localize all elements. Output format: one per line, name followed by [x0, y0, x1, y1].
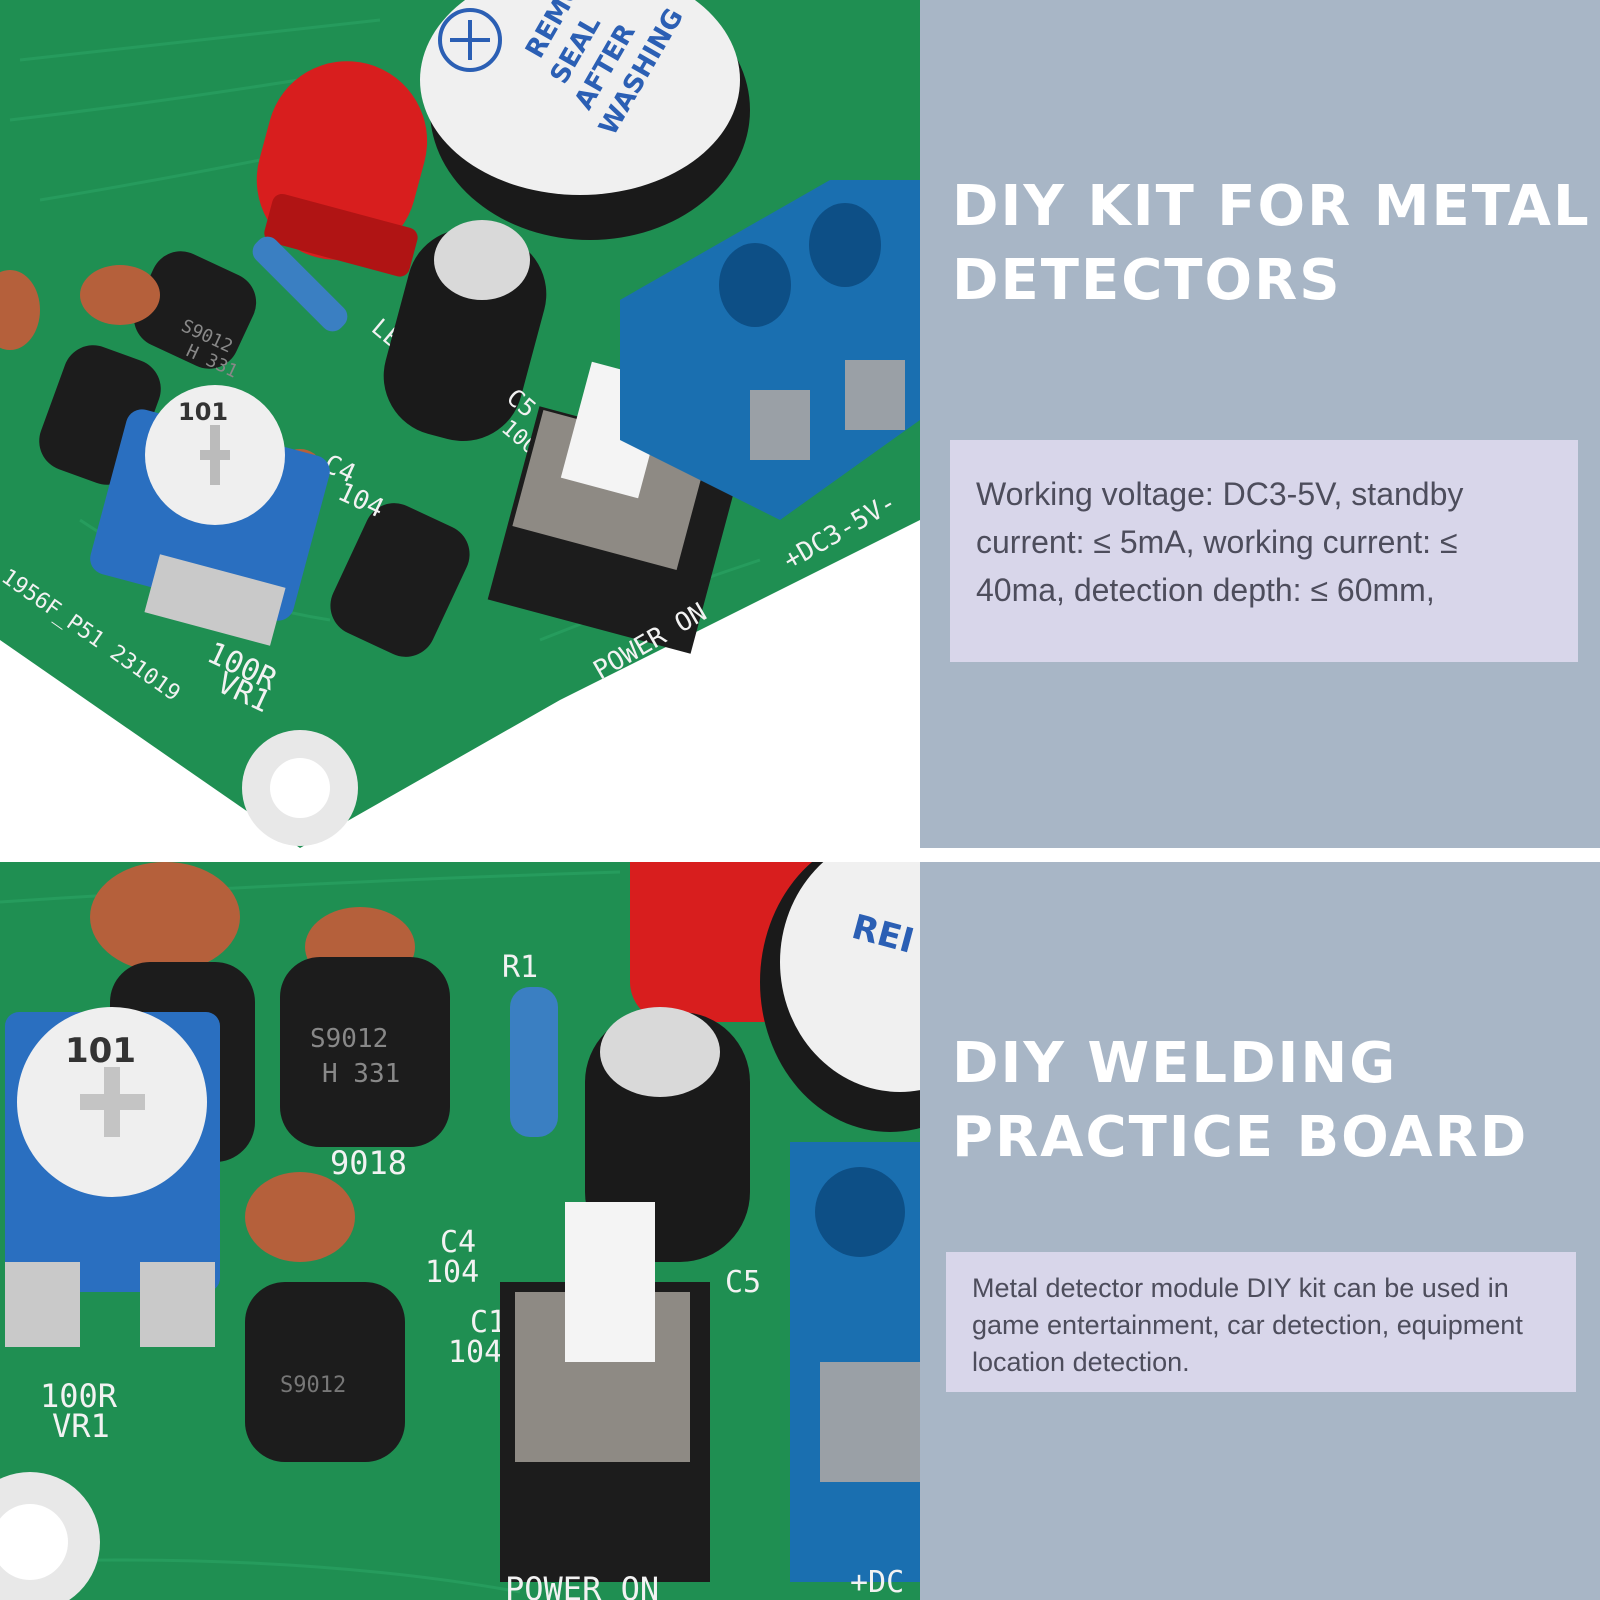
transistor-1 [133, 251, 257, 369]
pcb-illustration-bottom: REI S9012 H 331 9018 S9012 R1 C5 C4 104 … [0, 862, 920, 1600]
t9018-label: 9018 [330, 1144, 407, 1182]
transistor-label: S9012 [310, 1024, 388, 1054]
transistor-code: H 331 [322, 1059, 400, 1089]
bottom-heading-line1: DIY WELDING [952, 1031, 1398, 1096]
bottom-description-box: Metal detector module DIY kit can be use… [946, 1252, 1576, 1392]
top-sidebar: DIY KIT FOR METAL DETECTORS Working volt… [920, 0, 1600, 848]
ceramic-cap-1 [90, 862, 240, 972]
pot-value: 101 [65, 1031, 136, 1071]
ceramic-cap-2 [245, 1172, 355, 1262]
pcb-photo-bottom: REI S9012 H 331 9018 S9012 R1 C5 C4 104 … [0, 862, 920, 1600]
bottom-sidebar: DIY WELDING PRACTICE BOARD Metal detecto… [920, 862, 1600, 1600]
bottom-panel: REI S9012 H 331 9018 S9012 R1 C5 C4 104 … [0, 862, 1600, 1600]
c4-label: C4 [440, 1225, 476, 1260]
resistor [510, 987, 558, 1137]
top-heading-line1: DIY KIT FOR METAL [952, 174, 1591, 239]
top-panel: REMOVE SEAL AFTER WASHING LED1 C5 100UF … [0, 0, 1600, 848]
transistor-3-label: S9012 [280, 1373, 346, 1398]
c5-label: C5 [725, 1265, 761, 1300]
ceramic-cap-1 [80, 265, 160, 325]
panel-divider [0, 848, 1600, 862]
transistor-3 [245, 1282, 405, 1462]
pot-label: 100R [40, 1377, 118, 1415]
c1-value: 104 [448, 1335, 502, 1370]
pcb-illustration-top: REMOVE SEAL AFTER WASHING LED1 C5 100UF … [0, 0, 920, 848]
pot-ref: VR1 [52, 1407, 110, 1445]
bottom-heading-line2: PRACTICE BOARD [952, 1105, 1529, 1170]
transistor-3 [330, 503, 470, 657]
bottom-description: Metal detector module DIY kit can be use… [972, 1273, 1523, 1377]
pcb-photo-top: REMOVE SEAL AFTER WASHING LED1 C5 100UF … [0, 0, 920, 848]
resistor [252, 236, 348, 332]
pot-value: 101 [178, 398, 228, 426]
top-description-box: Working voltage: DC3-5V, standby current… [950, 440, 1578, 662]
transistor-2 [280, 957, 450, 1147]
top-heading-line2: DETECTORS [952, 248, 1342, 313]
power-label: POWER ON [505, 1570, 659, 1600]
terminal-label: +DC [850, 1565, 904, 1600]
top-description: Working voltage: DC3-5V, standby current… [976, 476, 1464, 608]
c4-value: 104 [425, 1255, 479, 1290]
buzzer-cross-icon [438, 8, 502, 72]
r1-label: R1 [502, 950, 538, 985]
push-button-cap [565, 1202, 655, 1362]
